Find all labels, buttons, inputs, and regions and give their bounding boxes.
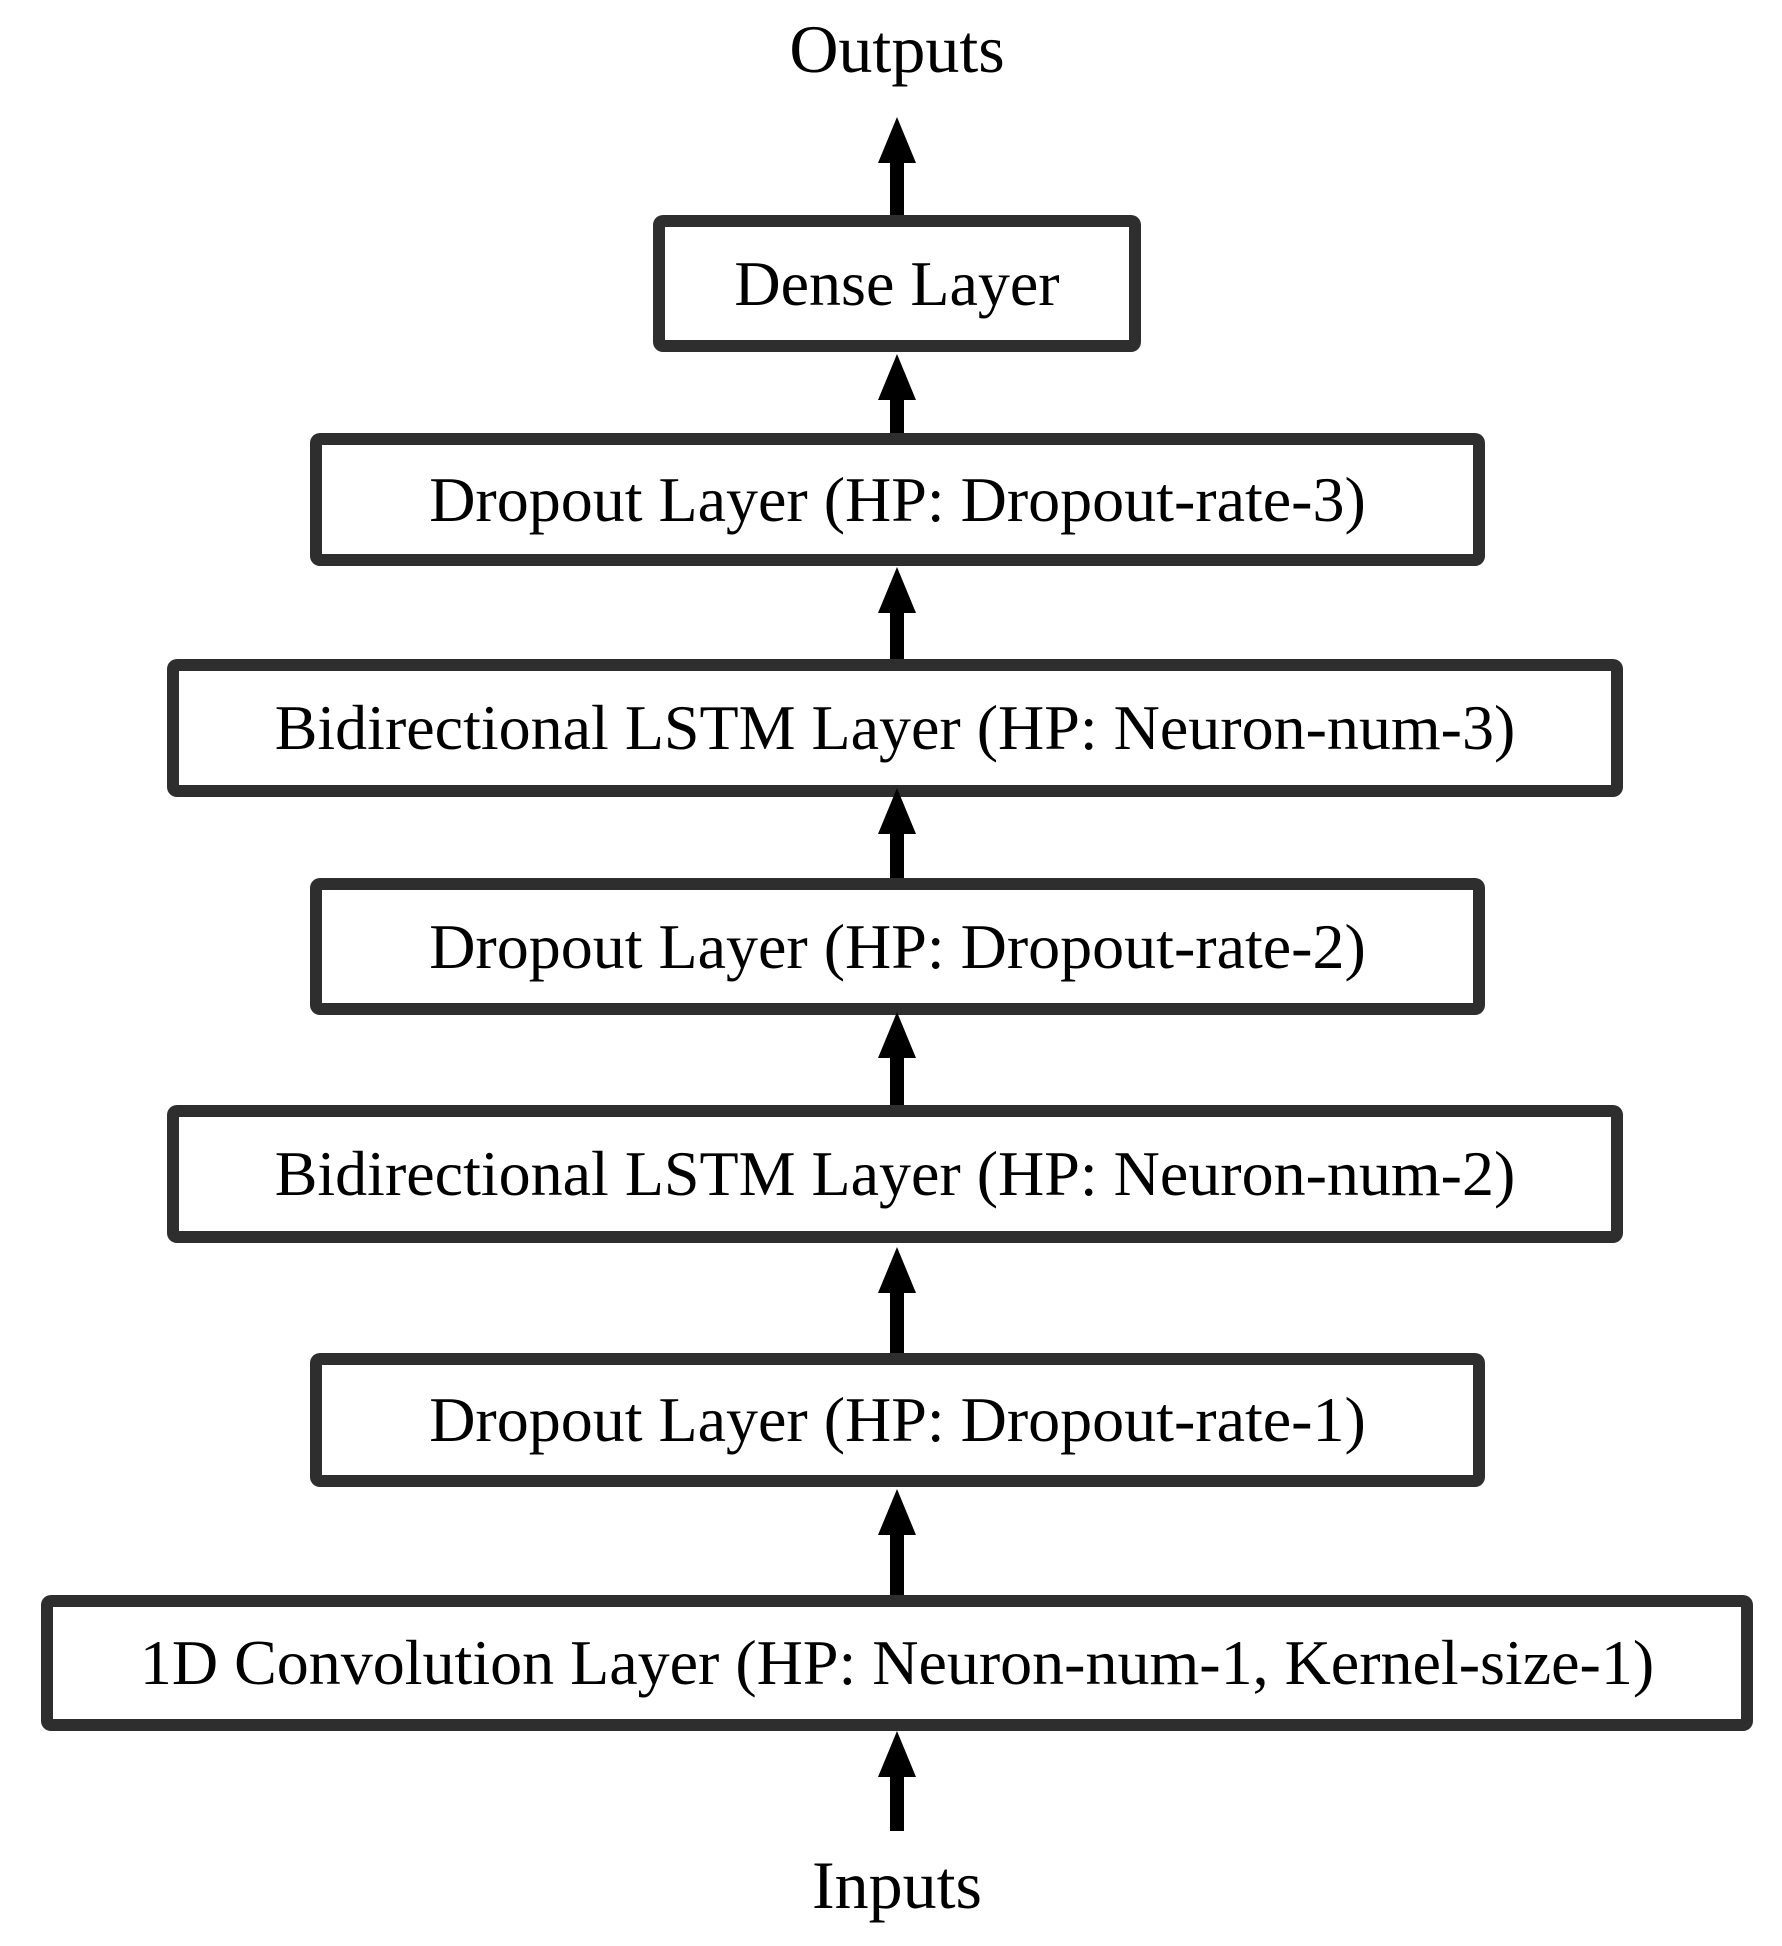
- layer-label: Bidirectional LSTM Layer (HP: Neuron-num…: [274, 692, 1516, 763]
- layer-box-bilstm-3: Bidirectional LSTM Layer (HP: Neuron-num…: [167, 659, 1623, 797]
- up-arrow-dropout3-to-dense: [878, 354, 916, 435]
- outputs-label: Outputs: [789, 11, 1005, 87]
- layer-box-bilstm-2: Bidirectional LSTM Layer (HP: Neuron-num…: [167, 1105, 1623, 1243]
- layer-label: Dropout Layer (HP: Dropout-rate-2): [429, 910, 1366, 982]
- layer-label: Bidirectional LSTM Layer (HP: Neuron-num…: [274, 1138, 1516, 1209]
- layer-label: Dense Layer: [734, 247, 1060, 319]
- layer-box-conv1d: 1D Convolution Layer (HP: Neuron-num-1, …: [41, 1595, 1753, 1731]
- up-arrow-conv1d-to-dropout1: [878, 1489, 916, 1595]
- layer-box-dropout-2: Dropout Layer (HP: Dropout-rate-2): [310, 878, 1485, 1015]
- inputs-label: Inputs: [812, 1847, 982, 1923]
- layer-label: 1D Convolution Layer (HP: Neuron-num-1, …: [139, 1627, 1655, 1698]
- layer-label: Dropout Layer (HP: Dropout-rate-1): [429, 1384, 1366, 1455]
- up-arrow-dropout2-to-bilstm3: [878, 788, 916, 880]
- layer-box-dropout-3: Dropout Layer (HP: Dropout-rate-3): [310, 433, 1485, 566]
- up-arrow-bilstm2-to-dropout2: [878, 1012, 916, 1107]
- layer-label: Dropout Layer (HP: Dropout-rate-3): [429, 463, 1366, 535]
- layer-box-dense: Dense Layer: [653, 215, 1141, 352]
- up-arrow-inputs-to-conv1d: [878, 1731, 916, 1831]
- up-arrow-bilstm3-to-dropout3: [878, 567, 916, 661]
- layer-box-dropout-1: Dropout Layer (HP: Dropout-rate-1): [310, 1353, 1485, 1487]
- up-arrow-dropout1-to-bilstm2: [878, 1247, 916, 1355]
- up-arrow-dense-to-outputs: [878, 117, 916, 217]
